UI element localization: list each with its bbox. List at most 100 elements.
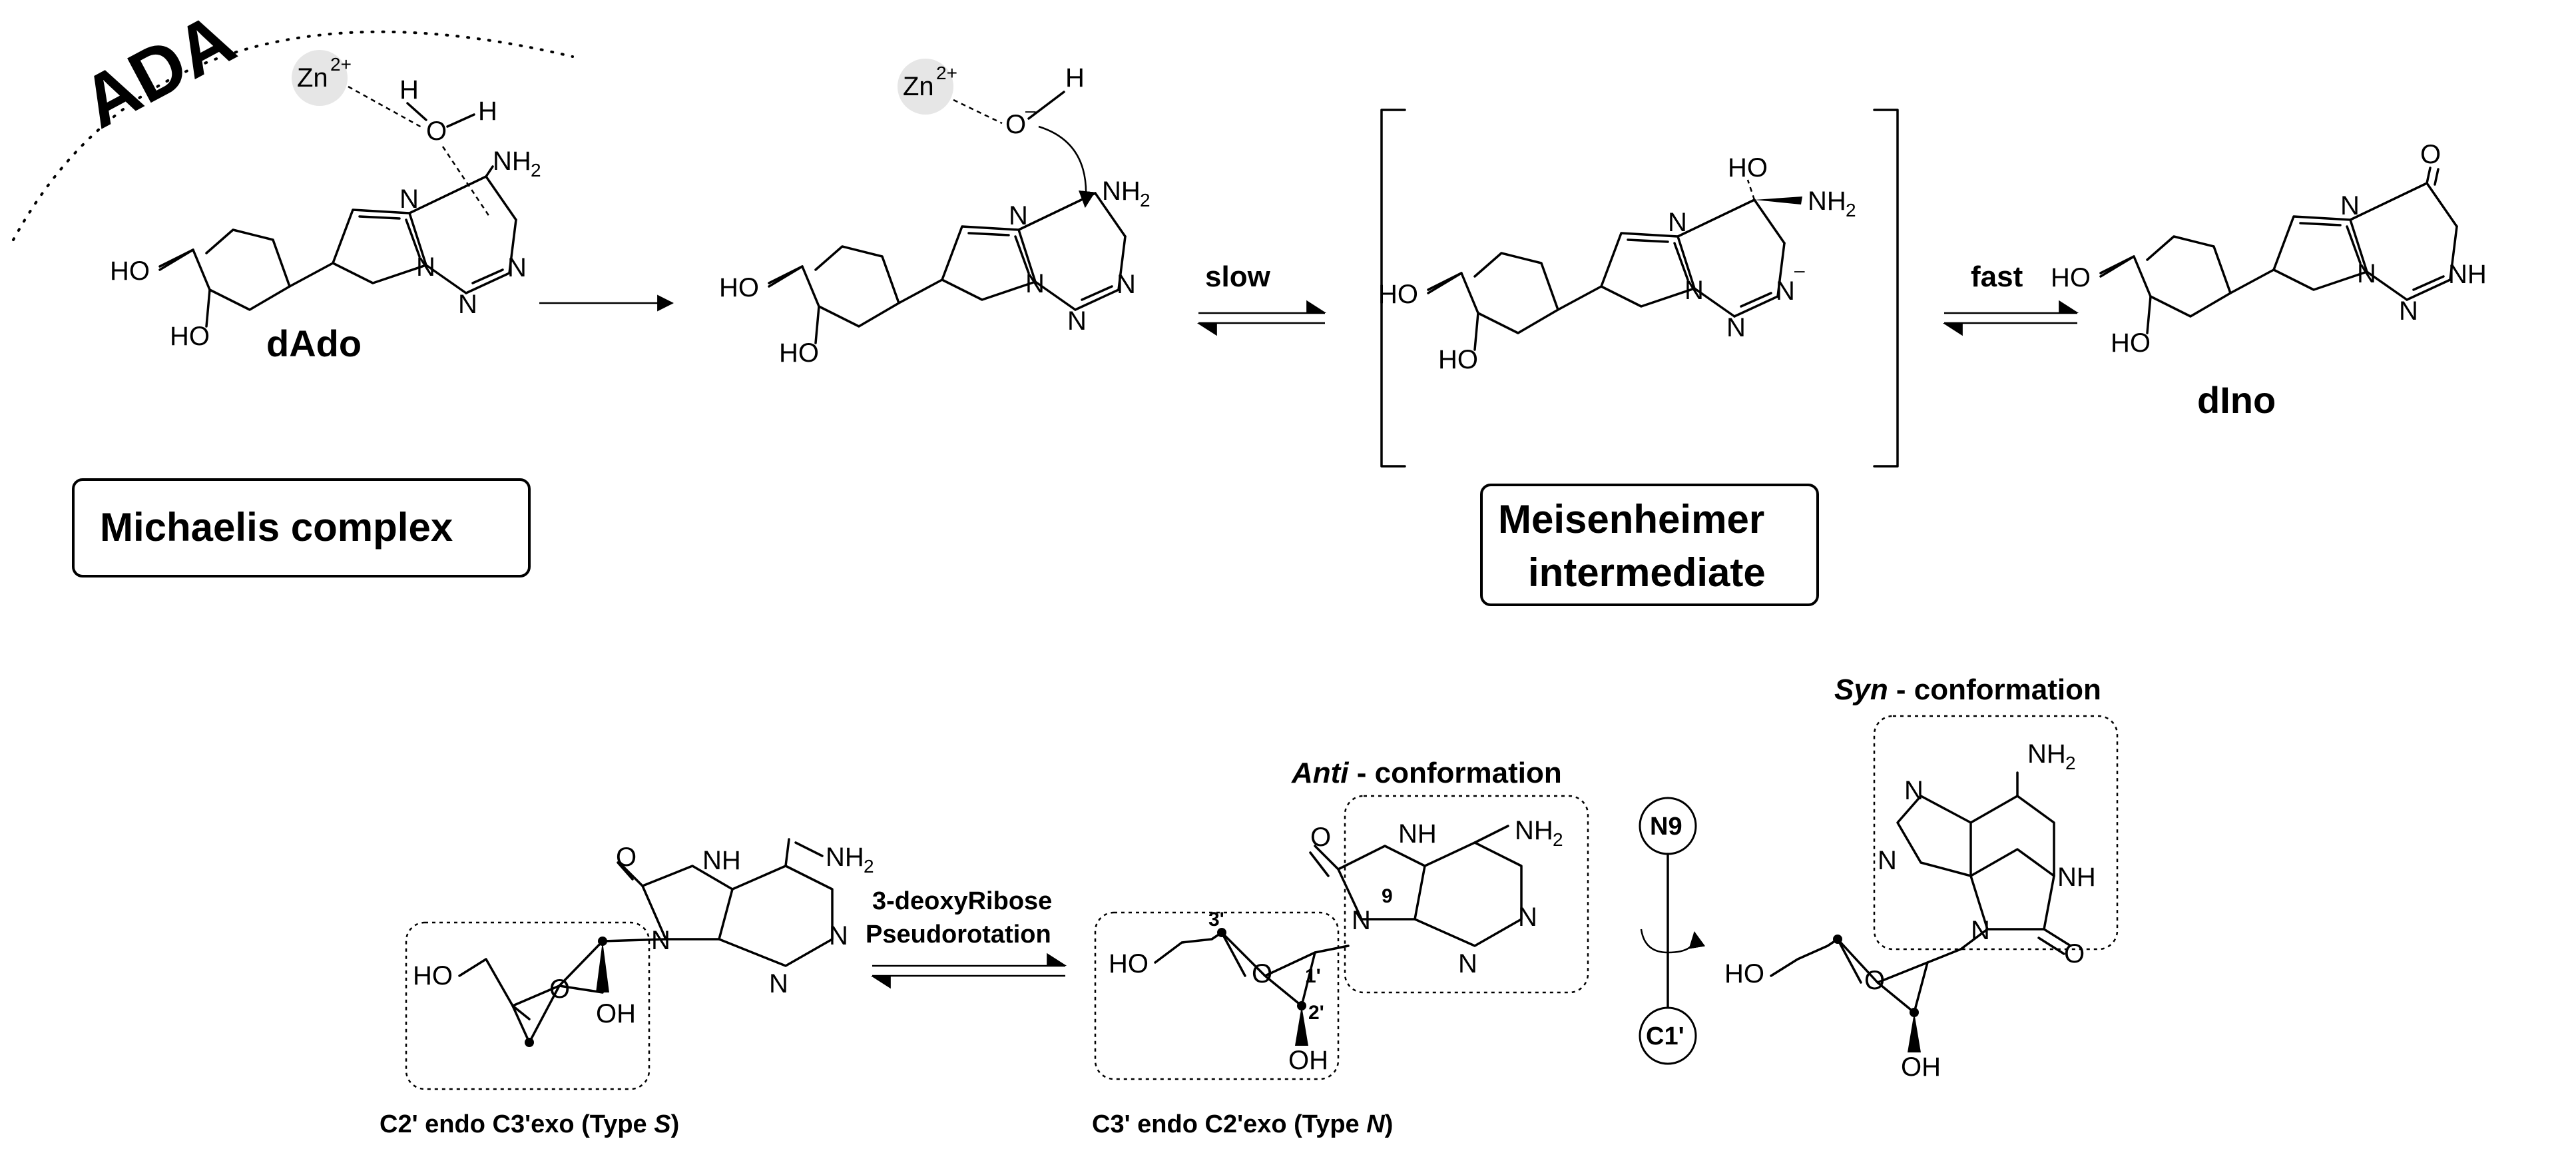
michaelis-complex-box: Michaelis complex	[72, 478, 531, 578]
svg-text:N: N	[2340, 191, 2360, 220]
svg-text:slow: slow	[1205, 260, 1271, 293]
svg-text:2: 2	[1140, 190, 1151, 210]
svg-text:N: N	[458, 290, 477, 319]
svg-text:O: O	[1864, 966, 1885, 995]
svg-text:N: N	[1776, 276, 1795, 306]
svg-text:HO: HO	[1724, 959, 1764, 988]
svg-text:NH: NH	[2448, 260, 2487, 289]
svg-text:1': 1'	[1305, 965, 1321, 987]
svg-text:Pseudorotation: Pseudorotation	[866, 921, 1051, 949]
svg-text:OH: OH	[1288, 1046, 1328, 1075]
svg-text:O: O	[2420, 140, 2441, 169]
svg-text:N: N	[1971, 916, 1990, 945]
bracket-right	[1873, 109, 1899, 468]
svg-text:HO: HO	[110, 256, 150, 286]
svg-text:H: H	[478, 97, 497, 126]
svg-text:NH: NH	[702, 846, 741, 875]
svg-text:Zn: Zn	[297, 63, 328, 93]
svg-text:N: N	[1684, 276, 1704, 305]
svg-text:NH: NH	[826, 843, 864, 872]
svg-text:N9: N9	[1650, 813, 1682, 841]
svg-text:HO: HO	[1438, 345, 1478, 374]
svg-text:O: O	[549, 974, 570, 1004]
hydroxide: O – H	[953, 63, 1095, 208]
type-n-caption: C3' endo C2'exo (Type N)	[1092, 1110, 1393, 1138]
svg-text:NH: NH	[493, 147, 531, 176]
zinc-ion-1: Zn 2+	[292, 50, 352, 106]
svg-text:N: N	[1668, 208, 1687, 237]
svg-text:OH: OH	[1901, 1052, 1941, 1082]
svg-text:Syn - conformation: Syn - conformation	[1834, 673, 2101, 706]
svg-text:HO: HO	[2111, 328, 2151, 358]
svg-text:NH: NH	[1515, 816, 1553, 845]
svg-text:N: N	[507, 253, 527, 282]
svg-text:NH: NH	[1102, 177, 1141, 206]
svg-text:N: N	[1726, 313, 1746, 342]
zinc-ion-2: Zn 2+	[898, 59, 957, 115]
svg-text:NH: NH	[1398, 819, 1437, 849]
svg-text:C2' endo C3'exo (Type S): C2' endo C3'exo (Type S)	[380, 1110, 679, 1138]
svg-text:HO: HO	[170, 322, 210, 351]
enzyme-label: ADA	[69, 0, 248, 144]
svg-text:9: 9	[1382, 885, 1393, 907]
svg-text:C3' endo C2'exo (Type N): C3' endo C2'exo (Type N)	[1092, 1110, 1393, 1138]
svg-text:HO: HO	[1109, 949, 1149, 978]
svg-text:N: N	[1518, 903, 1537, 932]
svg-text:Zn: Zn	[903, 72, 934, 101]
enzyme-arc	[12, 30, 574, 241]
svg-text:N: N	[399, 185, 419, 214]
svg-text:N: N	[1067, 306, 1087, 336]
svg-text:2: 2	[1846, 200, 1856, 220]
svg-text:NH: NH	[2057, 863, 2096, 892]
svg-text:HO: HO	[1728, 153, 1768, 183]
svg-text:N: N	[1904, 776, 1924, 805]
syn-conformation-label: Syn - conformation	[1834, 673, 2101, 706]
svg-text:OH: OH	[596, 999, 636, 1028]
svg-text:Michaelis complex: Michaelis complex	[100, 505, 453, 550]
svg-text:N: N	[416, 252, 435, 282]
svg-text:intermediate: intermediate	[1528, 550, 1766, 595]
svg-text:N: N	[2399, 296, 2418, 326]
svg-text:2+: 2+	[936, 63, 957, 83]
svg-text:O: O	[1005, 110, 1026, 139]
svg-text:Meisenheimer: Meisenheimer	[1498, 497, 1764, 542]
svg-text:NH: NH	[1808, 187, 1846, 216]
svg-text:2+: 2+	[330, 54, 352, 75]
water-molecule: H O H	[348, 75, 497, 217]
svg-text:3': 3'	[1208, 909, 1224, 931]
svg-text:N: N	[1009, 201, 1028, 230]
svg-text:N: N	[1025, 269, 1045, 298]
anti-conformation-label: Anti - conformation	[1291, 757, 1562, 789]
svg-text:HO: HO	[719, 273, 759, 302]
svg-text:N: N	[1352, 906, 1371, 935]
svg-text:–: –	[1794, 260, 1805, 280]
svg-text:N: N	[769, 969, 788, 998]
pseudorotation-equilibrium: 3-deoxyRibose Pseudorotation	[866, 887, 1067, 989]
dado-label: dAdo	[266, 322, 362, 364]
equilibrium-fast: fast	[1942, 260, 2079, 336]
svg-text:O: O	[426, 117, 447, 146]
svg-text:O: O	[2064, 939, 2085, 968]
svg-text:Anti - conformation: Anti - conformation	[1291, 757, 1562, 789]
svg-text:2: 2	[531, 160, 541, 181]
svg-text:2': 2'	[1308, 1002, 1324, 1024]
svg-text:N: N	[2357, 259, 2376, 288]
meisenheimer-intermediate-box: Meisenheimer intermediate	[1480, 484, 1819, 606]
svg-text:HO: HO	[779, 338, 819, 368]
svg-text:HO: HO	[2051, 263, 2091, 292]
svg-text:HO: HO	[413, 961, 453, 990]
svg-text:C1': C1'	[1646, 1022, 1684, 1050]
bracket-left	[1380, 109, 1406, 468]
type-s-caption: C2' endo C3'exo (Type S)	[380, 1110, 679, 1138]
svg-text:O: O	[1252, 959, 1272, 988]
svg-text:fast: fast	[1971, 260, 2023, 293]
glycosidic-rotation: N9 C1'	[1639, 797, 1706, 1065]
svg-text:N: N	[651, 926, 670, 955]
